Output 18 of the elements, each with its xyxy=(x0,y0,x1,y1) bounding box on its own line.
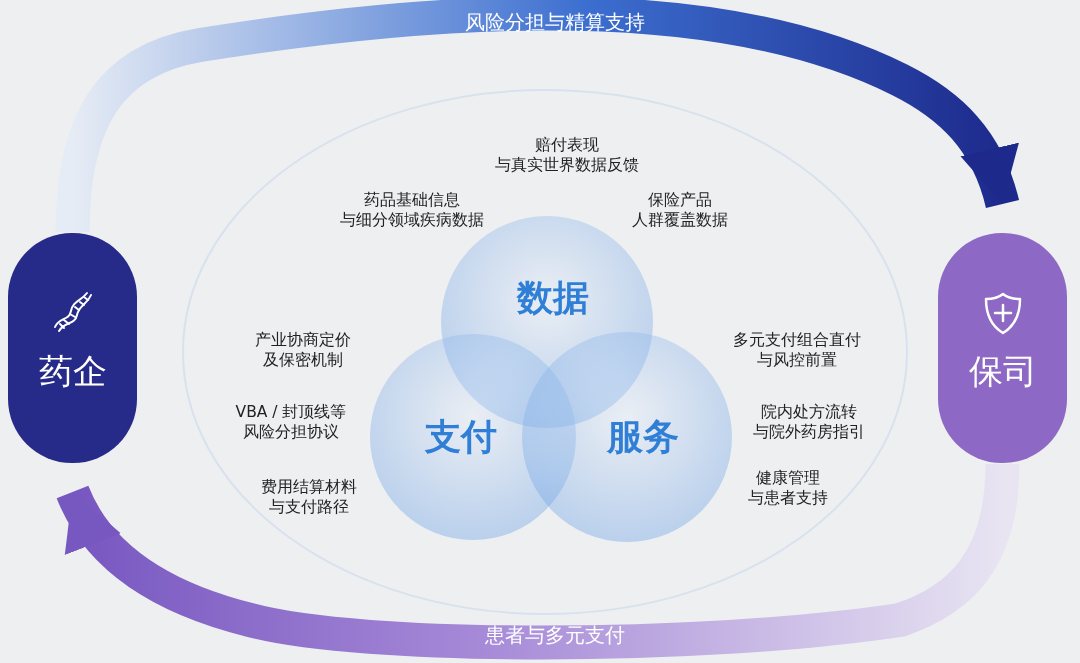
feature-text: 院内处方流转与院外药房指引 xyxy=(752,402,866,442)
arrow xyxy=(55,0,1019,233)
feature-text: 健康管理与患者支持 xyxy=(747,468,829,508)
feature-text: 赔付表现与真实世界数据反馈 xyxy=(494,135,640,175)
feature-text: VBA / 封顶线等风险分担协议 xyxy=(234,402,348,442)
node-label: 保司 xyxy=(967,351,1038,391)
arrow xyxy=(56,463,1020,660)
feature-text: 费用结算材料与支付路径 xyxy=(260,477,358,517)
feature-text: 多元支付组合直付与风控前置 xyxy=(732,330,862,370)
circle-label: 支付 xyxy=(425,417,497,457)
feature-text: 保险产品人群覆盖数据 xyxy=(631,190,729,230)
edge-label: 风险分担与精算支持 xyxy=(465,10,645,34)
feature-text: 产业协商定价及保密机制 xyxy=(254,330,352,370)
feature-text: 药品基础信息与细分领域疾病数据 xyxy=(339,190,485,230)
edge-label: 患者与多元支付 xyxy=(485,623,625,647)
node-label: 药企 xyxy=(37,351,108,391)
circle-label: 服务 xyxy=(607,417,679,457)
circle-label: 数据 xyxy=(517,278,589,318)
